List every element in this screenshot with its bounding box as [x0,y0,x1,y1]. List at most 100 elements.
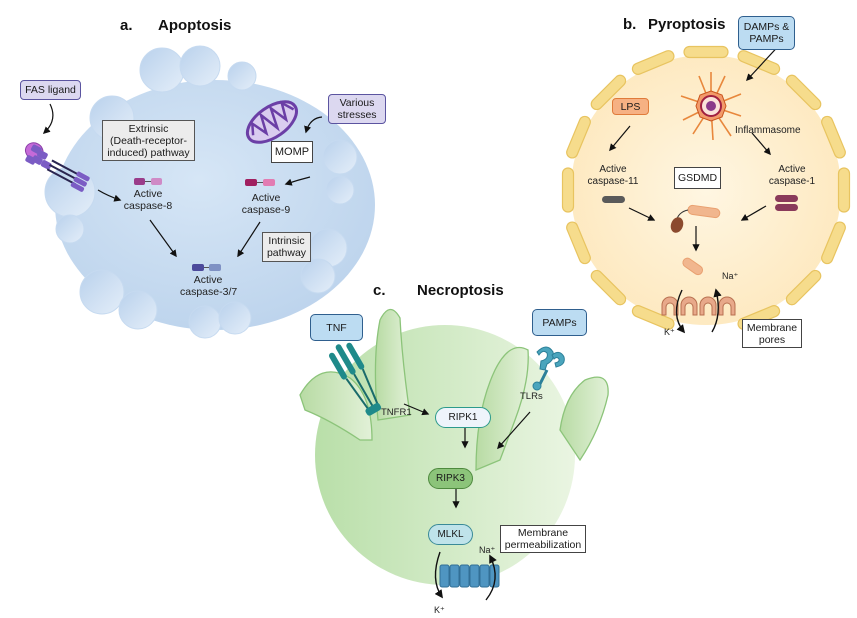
lps-label: LPS [612,98,649,115]
caspase-8-line-2: caspase-8 [123,200,173,212]
necroptosis-cell [299,308,609,585]
arrow-caspase11-to-gsdmd [628,207,656,221]
caspase-11-label: Active caspase-11 [584,164,642,188]
fas-receptor-icon [24,142,90,192]
gsdmd-label: GSDMD [674,167,721,189]
extrinsic-line-3: induced) pathway [107,146,190,159]
stresses-line-1: Various [339,97,375,109]
membrane-segment [566,115,591,159]
arrow-inflammasome-to-caspase1 [751,132,771,156]
various-stresses-label: Various stresses [328,94,386,124]
caspase-9-icon [245,179,275,186]
potassium-label-pyroptosis: K⁺ [664,327,675,337]
intrinsic-pathway-label: Intrinsic pathway [262,232,311,262]
fas-ligand-label: FAS ligand [20,80,81,100]
arrow-momp-to-caspase9 [284,176,311,186]
sodium-label-necroptosis: Na⁺ [479,545,496,555]
membrane-segment [561,167,575,213]
mlkl-channel-icon [439,564,500,588]
caspase-11-line-2: caspase-11 [587,176,639,187]
apoptotic-blebs [44,45,358,339]
tlrs-label: TLRs [520,391,543,402]
membrane-segment [821,115,846,159]
gsdmd-n-terminal-icon [682,257,704,276]
intrinsic-line-2: pathway [266,247,307,259]
arrow-caspase1-to-gsdmd [740,205,767,221]
panel-a-letter: a. [120,17,133,34]
arrow-lps-to-caspase11 [609,125,631,152]
membrane-segments [561,45,851,330]
perm-line-1: Membrane [517,527,569,539]
arrow-caspase8-to-caspase37 [149,219,177,258]
panel-c-letter: c. [373,282,386,299]
damps-line-1: DAMPs & [743,21,790,33]
inflammasome-label: Inflammasome [735,125,801,136]
arrow-stresses-to-momp [304,116,323,134]
membrane-segment [631,50,675,75]
caspase-11-icon [602,196,625,203]
pyroptosis-cell [561,45,851,330]
mlkl-node: MLKL [428,524,473,545]
tnfr1-label: TNFR1 [381,407,412,418]
stresses-line-2: stresses [337,109,377,121]
caspase-11-line-1: Active [599,164,627,175]
caspase-3-7-line-2: caspase-3/7 [180,286,238,298]
damps-line-2: PAMPs [749,33,784,45]
tnf-label: TNF [310,314,363,341]
membrane-segment [821,221,846,265]
arrow-tnfr1-to-ripk1 [403,403,430,416]
pores-line-1: Membrane [746,321,798,334]
arrow-receptor-to-caspase8 [97,189,122,202]
membrane-permeabilization-label: Membrane permeabilization [500,525,586,553]
caspase-3-7-line-1: Active [193,274,223,286]
caspase-8-line-1: Active [133,188,163,200]
ripk1-node: RIPK1 [435,407,491,428]
damps-pamps-label: DAMPs & PAMPs [738,16,795,50]
arrow-tlrs-to-ripk3 [497,411,531,450]
arrow-fas-to-receptor [42,103,54,134]
caspase-3-7-label: Active caspase-3/7 [180,274,238,298]
membrane-segment [683,45,729,59]
mitochondrion-icon [245,100,298,144]
caspase-9-line-2: caspase-9 [241,204,291,216]
membrane-segment [837,167,851,213]
caspase-8-label: Active caspase-8 [122,188,174,212]
extrinsic-pathway-label: Extrinsic (Death-receptor- induced) path… [102,120,195,161]
extrinsic-line-1: Extrinsic [128,122,169,135]
membrane-segment [785,269,822,306]
intrinsic-line-1: Intrinsic [268,235,305,247]
caspase-9-line-1: Active [251,192,281,204]
caspase-1-icon [775,195,798,211]
membrane-segment [631,305,675,330]
caspase-9-label: Active caspase-9 [238,192,294,216]
gsdmd-full-length-icon [670,204,721,233]
extrinsic-line-2: (Death-receptor- [109,134,188,147]
tlr-icon [532,346,565,391]
caspase-3-7-icon [192,264,221,271]
sodium-label-pyroptosis: Na⁺ [722,271,739,281]
tnfr1-icon [328,342,382,416]
sodium-influx-arrow-necroptosis [485,554,497,601]
caspase-1-label: Active caspase-1 [764,164,820,188]
panel-c-title: Necroptosis [417,282,504,299]
sodium-influx-arrow [711,288,722,333]
necroptosis-arrows [403,403,531,509]
membrane-segment [590,74,627,111]
inflammasome-icon [680,72,742,141]
momp-label: MOMP [271,141,313,163]
arrow-caspase9-to-caspase37 [237,221,261,258]
membrane-segment [566,221,591,265]
membrane-segment [590,269,627,306]
gsdmd-pores-icon [661,296,736,316]
caspase-1-line-2: caspase-1 [768,176,816,187]
ripk3-node: RIPK3 [428,468,473,489]
membrane-segment [737,50,781,75]
potassium-efflux-arrow [675,289,686,334]
membrane-pores-label: Membrane pores [742,319,802,348]
caspase-1-line-1: Active [778,164,806,175]
panel-b-title: Pyroptosis [648,16,726,33]
panel-b-letter: b. [623,16,637,33]
membrane-segment [785,74,822,111]
pamps-label: PAMPs [532,309,587,336]
